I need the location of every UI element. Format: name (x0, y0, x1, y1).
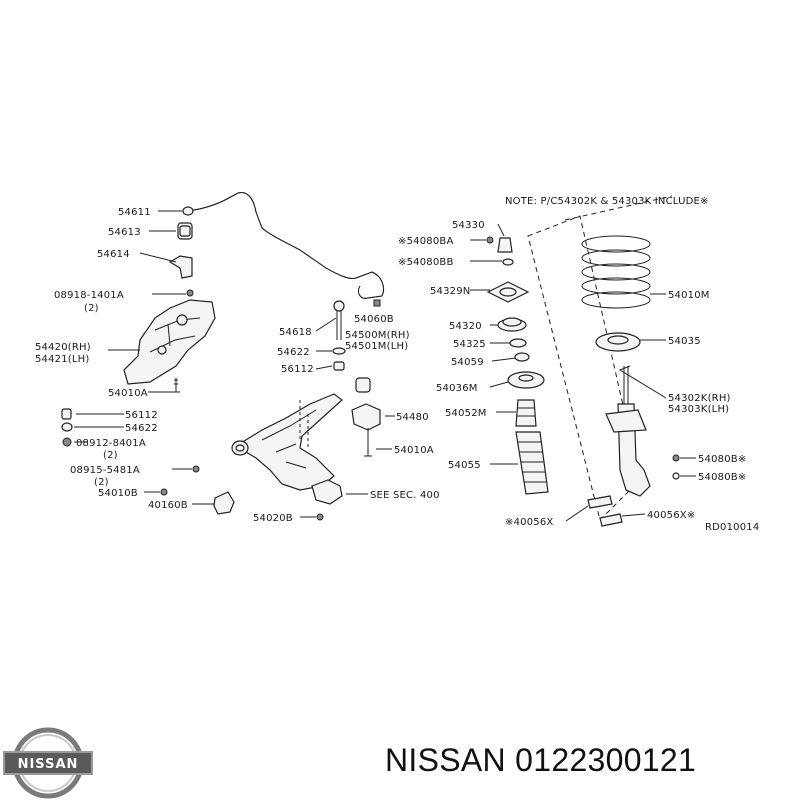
label-54060b: 54060B (354, 314, 394, 325)
coil-spring-54010m (581, 235, 651, 309)
label-54613: 54613 (108, 227, 141, 238)
label-see-sec-400: SEE SEC. 400 (370, 490, 440, 501)
arm-bracket (213, 491, 235, 515)
washer-54622-center (332, 347, 346, 355)
bushing-clamp (168, 255, 193, 279)
stabilizer-bar (185, 191, 385, 299)
nut-54080ba (486, 236, 494, 244)
label-54080bb: ※54080BB (398, 257, 454, 268)
bolt-54010b (160, 488, 168, 496)
label-40056x-left: ※40056X (505, 517, 553, 528)
label-54052m: 54052M (445, 408, 487, 419)
leader-lines (74, 210, 696, 522)
bushing-56112-left (61, 408, 72, 420)
clamp-bolt (186, 289, 194, 297)
washer-54622-left (61, 422, 73, 432)
label-54035: 54035 (668, 336, 701, 347)
seat-54325 (509, 338, 527, 348)
part-number: 0122300121 (515, 742, 697, 778)
label-54622-center: 54622 (277, 347, 310, 358)
diagram-code: RD010014 (705, 522, 759, 533)
label-54303k-lh: 54303K(LH) (668, 404, 729, 415)
link-nut-54060b (373, 299, 381, 307)
label-54010m: 54010M (668, 290, 710, 301)
ball-joint (311, 479, 343, 505)
bracket-bolt (172, 378, 180, 393)
bushing-54059 (514, 352, 530, 362)
nissan-logo: NISSAN (3, 727, 93, 799)
label-54320: 54320 (449, 321, 482, 332)
label-54080b-upper: 54080B※ (698, 454, 746, 465)
label-54325: 54325 (453, 339, 486, 350)
label-54420-rh: 54420(RH) (35, 342, 91, 353)
bar-end-eye (182, 206, 194, 216)
label-54080b-lower: 54080B※ (698, 472, 746, 483)
nissan-logo-text: NISSAN (18, 757, 79, 772)
label-40056x-right: 40056X※ (647, 510, 695, 521)
label-54010a-left: 54010A (108, 388, 148, 399)
label-08918-qty: (2) (84, 303, 99, 314)
label-54055: 54055 (448, 460, 481, 471)
bushing-54480 (351, 403, 381, 431)
washer-54080bb (502, 258, 514, 266)
brand-part-number: NISSAN 0122300121 (385, 742, 785, 779)
label-08918-1401a: 08918-1401A (54, 290, 124, 301)
dust-cap (497, 237, 513, 253)
label-40160b: 40160B (148, 500, 188, 511)
strut-bolt-upper (587, 495, 613, 509)
label-08915-5481a: 08915-5481A (70, 465, 140, 476)
strut-bolt-lower (599, 513, 623, 527)
label-54614: 54614 (97, 249, 130, 260)
label-54501m-lh: 54501M(LH) (345, 341, 408, 352)
stabilizer-link (336, 306, 342, 340)
label-54036m: 54036M (436, 383, 478, 394)
label-54080ba: ※54080BA (398, 236, 454, 247)
label-56112-left: 56112 (125, 410, 158, 421)
lower-control-arm (234, 393, 343, 491)
bolt-54020b (316, 513, 324, 521)
bushing-56112-center (333, 361, 345, 371)
label-54010b: 54010B (98, 488, 138, 499)
label-54622-left: 54622 (125, 423, 158, 434)
nut-08912 (62, 437, 72, 447)
label-54330: 54330 (452, 220, 485, 231)
label-56112-center: 56112 (281, 364, 314, 375)
strut-rod (623, 366, 629, 404)
label-08915-qty: (2) (94, 477, 109, 488)
label-54618: 54618 (279, 327, 312, 338)
brand-name: NISSAN (385, 742, 506, 778)
label-54020b: 54020B (253, 513, 293, 524)
nut-08915 (192, 465, 200, 473)
bound-bumper-54052m (515, 399, 537, 427)
label-08912-qty: (2) (103, 450, 118, 461)
label-54611: 54611 (118, 207, 151, 218)
dust-boot-54055 (515, 431, 549, 495)
label-54302k-rh: 54302K(RH) (668, 393, 731, 404)
label-54059: 54059 (451, 357, 484, 368)
label-54500m-rh: 54500M(RH) (345, 330, 410, 341)
label-08912-8401a: 08912-8401A (76, 438, 146, 449)
diagram-note: NOTE: P/C54302K & 54303K INCLUDE※ (505, 196, 709, 207)
label-54010a-center: 54010A (394, 445, 434, 456)
label-54480: 54480 (396, 412, 429, 423)
label-54421-lh: 54421(LH) (35, 354, 90, 365)
label-54329n: 54329N (430, 286, 471, 297)
